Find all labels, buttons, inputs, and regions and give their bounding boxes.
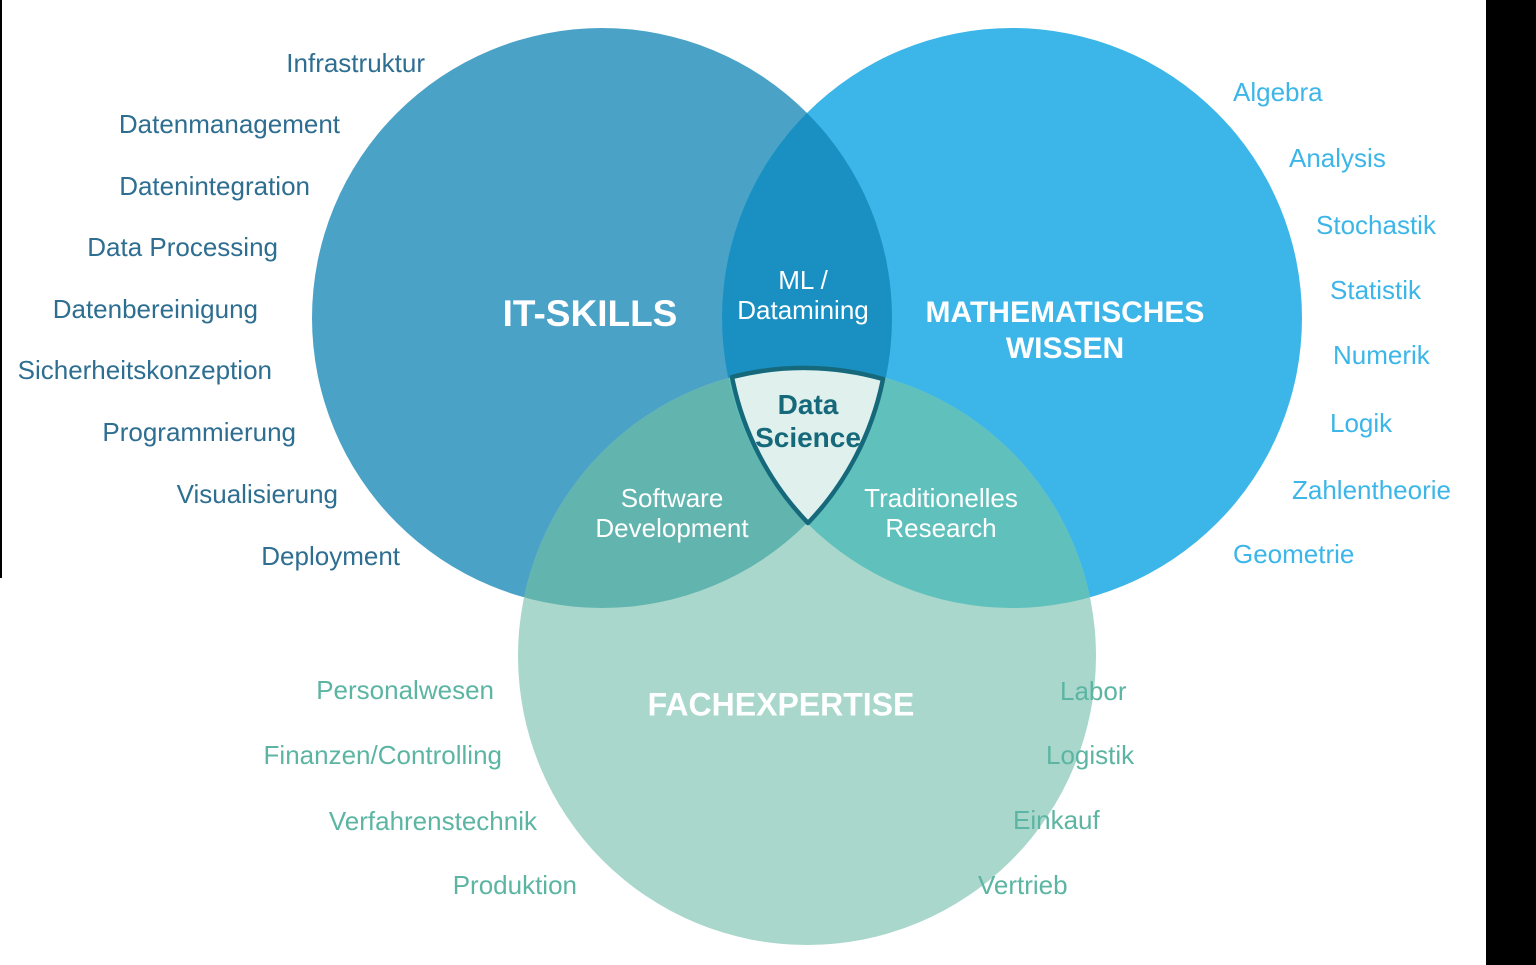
traditionelles-research-label: Traditionelles Research	[864, 483, 1018, 543]
it-skills-title: IT-SKILLS	[502, 293, 678, 334]
fach-item-verfahrenstechnik: Verfahrenstechnik	[328, 806, 537, 836]
it-item-sicherheitskonzeption: Sicherheitskonzeption	[17, 355, 272, 385]
it-item-datenintegration: Datenintegration	[119, 171, 310, 201]
math-item-logik: Logik	[1330, 408, 1393, 438]
it-fach-intersection	[518, 367, 892, 608]
ml-datamining-label: ML / Datamining	[737, 265, 869, 325]
fach-item-labor: Labor	[1060, 676, 1127, 706]
data-science-label: Data Science	[755, 389, 861, 453]
it-item-data-processing: Data Processing	[87, 232, 278, 262]
it-item-visualisierung: Visualisierung	[176, 479, 338, 509]
it-item-datenmanagement: Datenmanagement	[118, 109, 340, 139]
it-item-datenbereinigung: Datenbereinigung	[52, 294, 258, 324]
data-science-center-shape	[732, 367, 883, 523]
fach-item-produktion: Produktion	[452, 870, 577, 900]
software-development-label: Software Development	[595, 483, 749, 543]
fach-item-vertrieb: Vertrieb	[978, 870, 1068, 900]
math-item-statistik: Statistik	[1330, 275, 1422, 305]
math-item-analysis: Analysis	[1289, 143, 1386, 173]
right-black-bar	[1486, 0, 1536, 965]
fach-item-einkauf: Einkauf	[1013, 805, 1100, 835]
it-item-infrastruktur: Infrastruktur	[286, 48, 425, 78]
it-item-programmierung: Programmierung	[102, 417, 296, 447]
fach-item-finanzen-controlling: Finanzen/Controlling	[263, 740, 502, 770]
fach-item-personalwesen: Personalwesen	[316, 675, 494, 705]
math-item-geometrie: Geometrie	[1233, 539, 1355, 569]
fach-item-logistik: Logistik	[1046, 740, 1135, 770]
it-item-deployment: Deployment	[261, 541, 400, 571]
math-item-algebra: Algebra	[1233, 77, 1323, 107]
data-science-center-border	[729, 365, 886, 526]
math-item-numerik: Numerik	[1333, 340, 1430, 370]
fachexpertise-title: FACHEXPERTISE	[647, 686, 915, 723]
math-fach-intersection	[722, 367, 1096, 608]
left-edge-black-line	[0, 0, 2, 578]
math-item-stochastik: Stochastik	[1316, 210, 1436, 240]
math-wissen-title: MATHEMATISCHES WISSEN	[925, 296, 1205, 365]
math-item-zahlentheorie: Zahlentheorie	[1292, 475, 1451, 505]
